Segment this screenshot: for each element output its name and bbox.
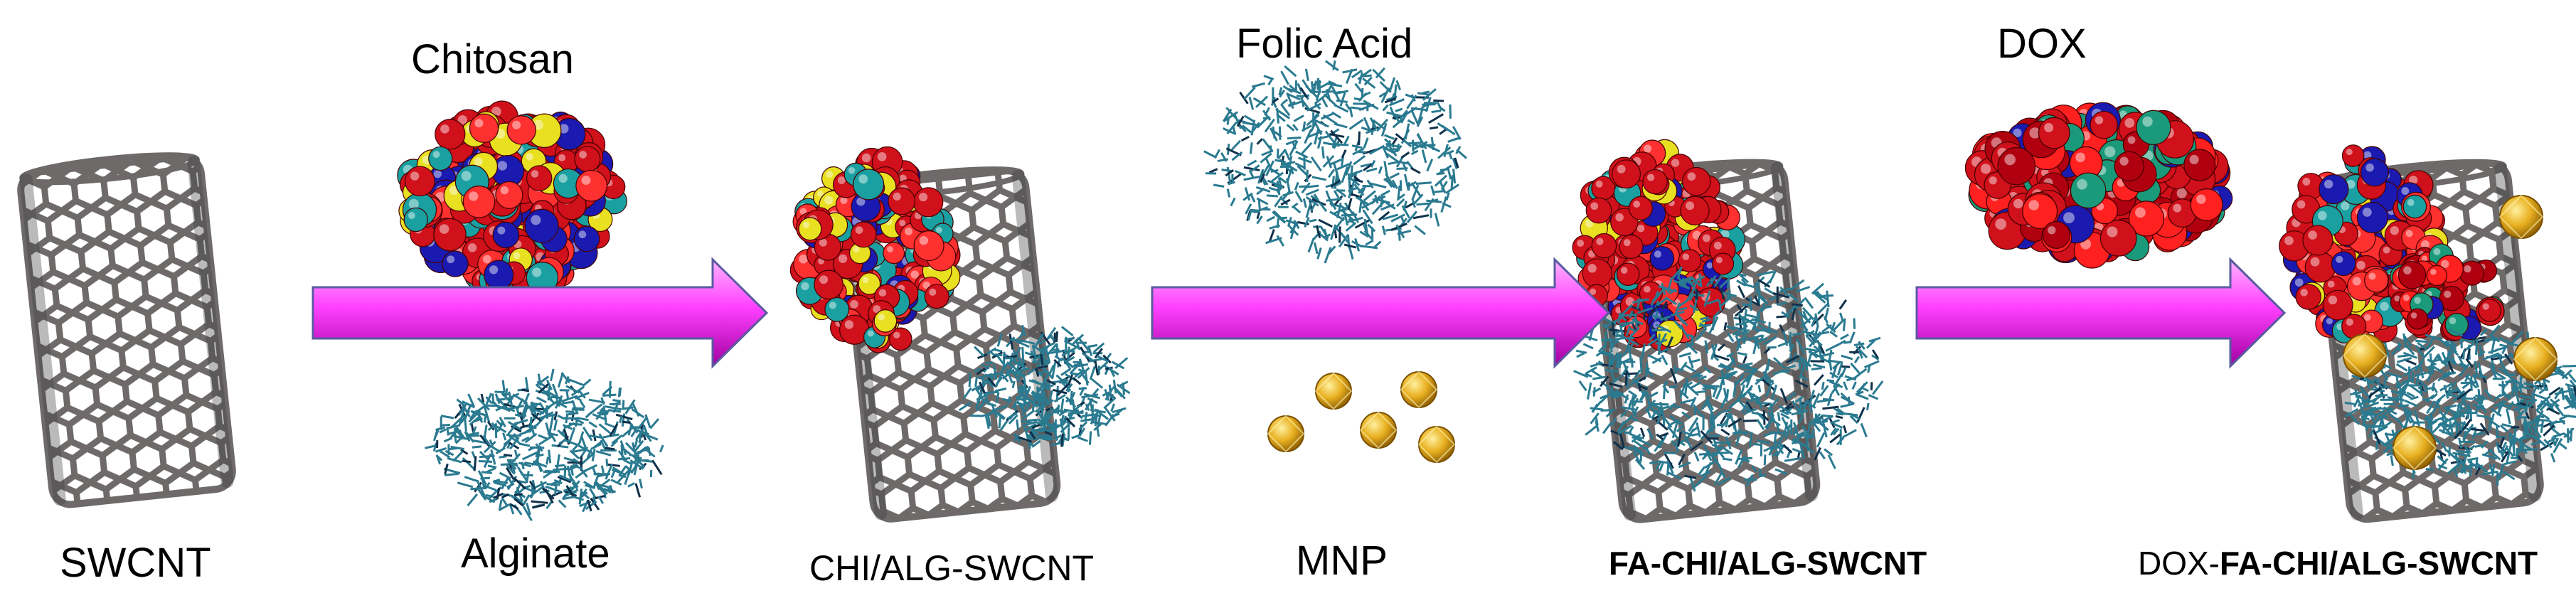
reaction-arrow-icon — [1915, 257, 2287, 369]
reaction-arrow-icon — [312, 257, 769, 369]
nanotube-icon — [17, 152, 236, 508]
reaction-arrow-icon — [1151, 257, 1611, 369]
chi-alg-swcnt-label: CHI/ALG-SWCNT — [809, 548, 1094, 588]
magnetic-nanoparticle-icon — [1267, 415, 1305, 453]
chitosan-molecule-icon — [2279, 144, 2449, 343]
chitosan-molecule-icon — [789, 146, 961, 353]
dox-fa-chi-alg-swcnt-label: DOX-FA-CHI/ALG-SWCNT — [2138, 544, 2538, 582]
alginate-molecule-icon — [958, 324, 1131, 449]
dox-stage-suffix: FA-CHI/ALG-SWCNT — [2220, 545, 2538, 582]
dox-molecule-icon — [2388, 243, 2505, 342]
magnetic-nanoparticle-icon — [2498, 194, 2544, 240]
magnetic-nanoparticle-icon — [2342, 333, 2388, 378]
folic-acid-molecule-icon — [1573, 266, 1884, 492]
magnetic-nanoparticle-icon — [1359, 411, 1398, 449]
magnetic-nanoparticle-icon — [1400, 370, 1438, 409]
chitosan-molecule-icon — [1572, 139, 1746, 351]
dox-label: DOX — [1997, 21, 2087, 67]
fa-chi-alg-swcnt-label: FA-CHI/ALG-SWCNT — [1609, 545, 1927, 582]
dox-prefix: DOX- — [2138, 545, 2220, 582]
magnetic-nanoparticle-icon — [2513, 336, 2558, 382]
folic-acid-label: Folic Acid — [1236, 21, 1413, 67]
mnp-label: MNP — [1296, 538, 1388, 584]
alginate-molecule-icon — [425, 368, 664, 521]
dox-molecule-icon — [1964, 102, 2233, 269]
magnetic-nanoparticle-icon — [1417, 425, 1456, 464]
swcnt-label: SWCNT — [60, 540, 211, 586]
magnetic-nanoparticle-icon — [1314, 372, 1353, 410]
chitosan-label: Chitosan — [411, 36, 574, 82]
folic-acid-molecule-icon — [1203, 60, 1467, 264]
alginate-label: Alginate — [461, 530, 610, 577]
magnetic-nanoparticle-icon — [2392, 425, 2437, 471]
chitosan-molecule-icon — [397, 100, 627, 299]
